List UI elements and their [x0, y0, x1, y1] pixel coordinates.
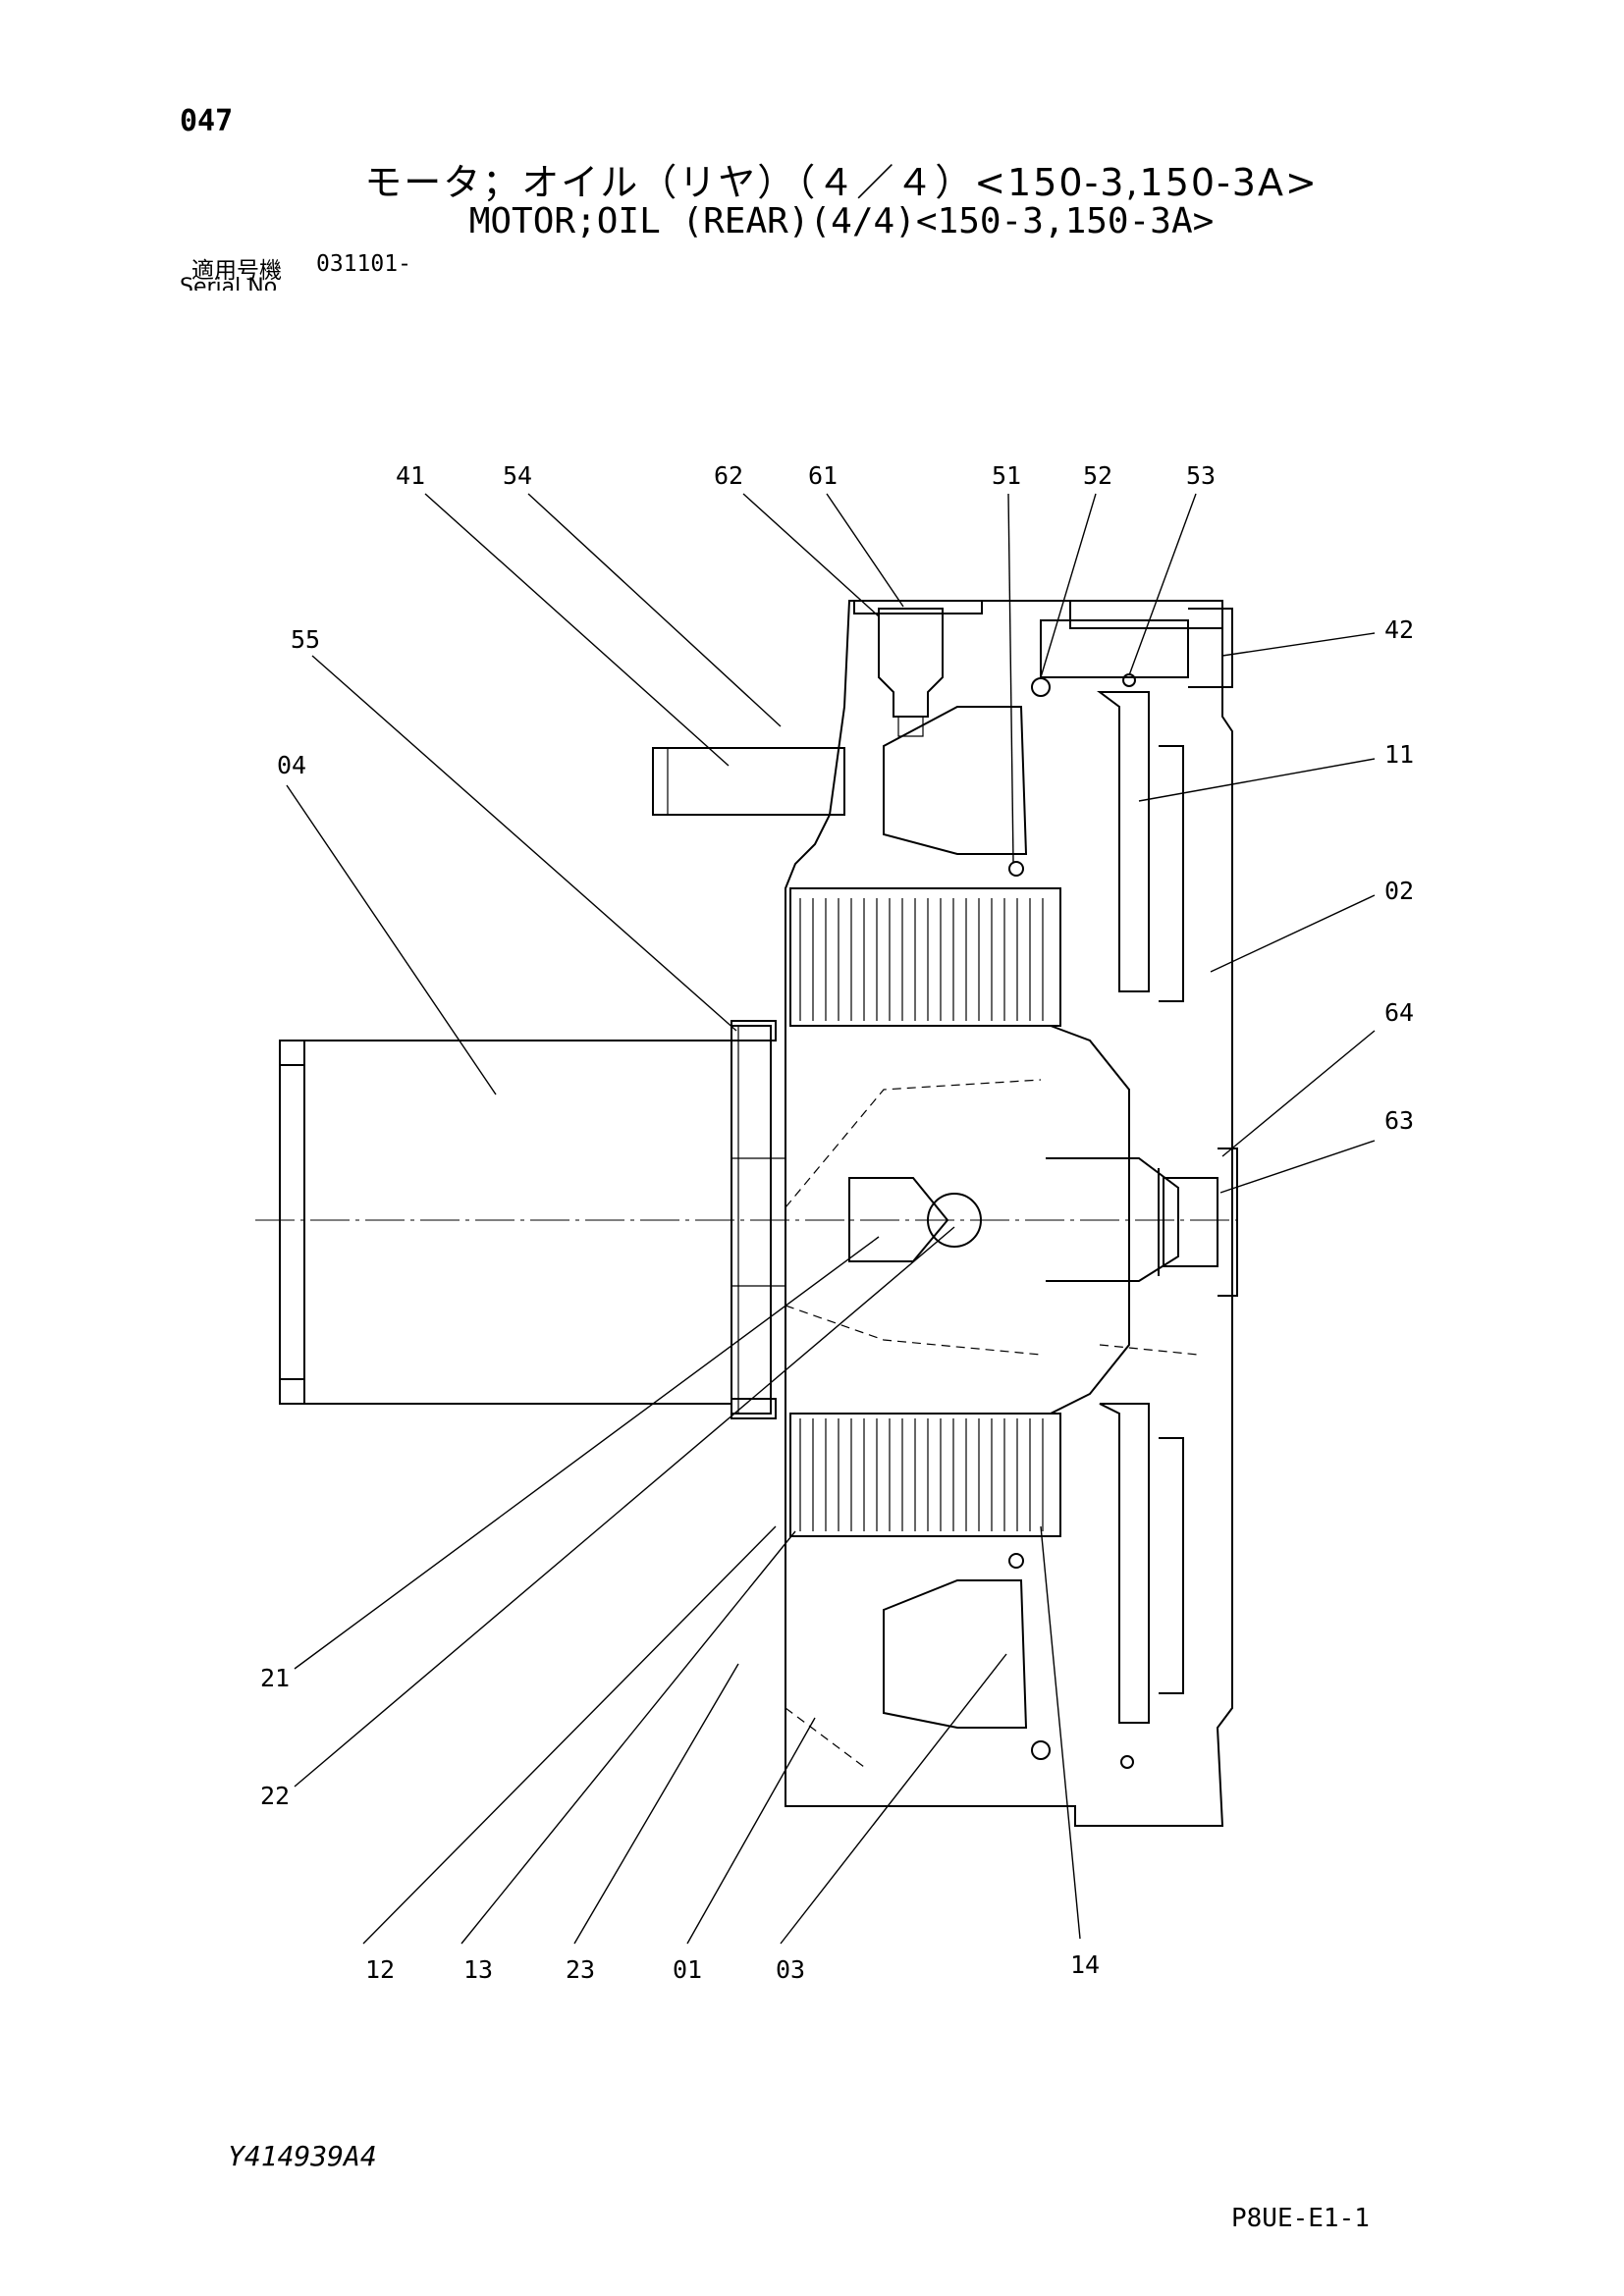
callout-55: 55	[291, 625, 320, 654]
callout-13: 13	[463, 1955, 493, 1984]
page-number: 047	[180, 104, 234, 138]
callout-21: 21	[260, 1664, 290, 1692]
callout-42: 42	[1384, 615, 1414, 644]
title-japanese: モータ；オイル（リヤ）（４／４）<150-3,150-3A>	[364, 161, 1319, 204]
callout-22: 22	[260, 1782, 290, 1810]
callout-23: 23	[566, 1955, 595, 1984]
serial-sub-label: Serial No.	[180, 277, 284, 291]
callout-54: 54	[503, 461, 532, 490]
callout-04: 04	[277, 751, 306, 779]
title-english: MOTOR;OIL (REAR)(4/4)<150-3,150-3A>	[468, 201, 1215, 241]
callout-52: 52	[1083, 461, 1112, 490]
serial-label: 適用号機	[191, 258, 282, 284]
document-code: P8UE-E1-1	[1231, 2204, 1370, 2233]
callout-11: 11	[1384, 740, 1414, 769]
callout-03: 03	[776, 1955, 805, 1984]
callout-63: 63	[1384, 1106, 1414, 1135]
leader-lines	[286, 493, 1376, 1945]
callout-61: 61	[808, 461, 838, 490]
callout-12: 12	[365, 1955, 395, 1984]
drawing-body	[255, 600, 1238, 1827]
drawing-number: Y414939A4	[228, 2140, 377, 2172]
callout-53: 53	[1186, 461, 1216, 490]
callout-51: 51	[992, 461, 1021, 490]
callout-14: 14	[1070, 1950, 1100, 1979]
serial-value: 031101-	[316, 251, 411, 277]
callout-01: 01	[673, 1955, 702, 1984]
callout-41: 41	[396, 461, 425, 490]
callout-62: 62	[714, 461, 743, 490]
callout-02: 02	[1384, 877, 1414, 905]
callout-64: 64	[1384, 998, 1414, 1027]
callout-labels: 41 54 62 61 51 52 53 42 55 04 11 02 64 6…	[260, 461, 1414, 1984]
